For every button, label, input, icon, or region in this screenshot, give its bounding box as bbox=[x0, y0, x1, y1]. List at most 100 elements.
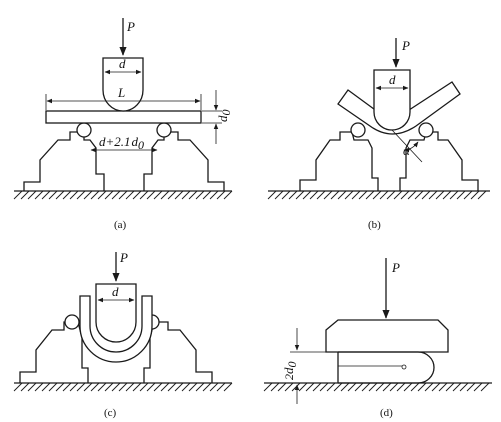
hatch-stroke bbox=[174, 382, 184, 392]
hatch-stroke bbox=[20, 382, 30, 392]
force-label: P bbox=[401, 38, 410, 53]
hatch-stroke bbox=[309, 190, 319, 200]
hatch-stroke bbox=[382, 382, 392, 392]
left-support bbox=[23, 131, 105, 191]
angle-arc bbox=[403, 141, 419, 153]
hatch-stroke bbox=[69, 382, 79, 392]
angle-label: α bbox=[403, 143, 411, 158]
hatch-stroke bbox=[442, 190, 452, 200]
hatch-stroke bbox=[139, 382, 149, 392]
hatch-stroke bbox=[414, 190, 424, 200]
hatch-stroke bbox=[195, 190, 205, 200]
diameter-label: d bbox=[112, 284, 119, 299]
hatch-stroke bbox=[284, 382, 294, 392]
hatch-stroke bbox=[62, 190, 72, 200]
hatch-stroke bbox=[365, 190, 375, 200]
pressing-plate bbox=[325, 319, 449, 353]
hatch-stroke bbox=[97, 190, 107, 200]
panel-a: P d L d0 d+2.1d0 (a) bbox=[13, 18, 233, 231]
hatch-stroke bbox=[463, 190, 473, 200]
fold-pivot bbox=[401, 364, 407, 370]
hatch-stroke bbox=[368, 382, 378, 392]
diameter-label: d bbox=[119, 56, 126, 71]
hatch-stroke bbox=[270, 382, 280, 392]
hatch-stroke bbox=[326, 382, 336, 392]
hatch-stroke bbox=[97, 382, 107, 392]
hatch-stroke bbox=[323, 190, 333, 200]
hatch-stroke bbox=[351, 190, 361, 200]
hatch-stroke bbox=[424, 382, 434, 392]
left-roller bbox=[64, 314, 80, 330]
hatch-stroke bbox=[83, 190, 93, 200]
hatch-stroke bbox=[403, 382, 413, 392]
hatch-stroke bbox=[118, 190, 128, 200]
hatch-stroke bbox=[146, 190, 156, 200]
hatch-stroke bbox=[372, 190, 382, 200]
span-label: d+2.1d0 bbox=[99, 134, 144, 152]
caption-b: (b) bbox=[368, 219, 381, 231]
hatch-stroke bbox=[389, 382, 399, 392]
hatch-stroke bbox=[340, 382, 350, 392]
hatch-stroke bbox=[333, 382, 343, 392]
hatch-stroke bbox=[344, 190, 354, 200]
hatch-stroke bbox=[379, 190, 389, 200]
hatch-stroke bbox=[13, 382, 23, 392]
hatch-stroke bbox=[312, 382, 322, 392]
hatch-stroke bbox=[34, 190, 44, 200]
hatch-stroke bbox=[288, 190, 298, 200]
hatch-stroke bbox=[48, 382, 58, 392]
hatch-stroke bbox=[452, 382, 462, 392]
hatch-stroke bbox=[274, 190, 284, 200]
hatch-stroke bbox=[202, 382, 212, 392]
hatch-stroke bbox=[305, 382, 315, 392]
hatch-stroke bbox=[291, 382, 301, 392]
hatch-stroke bbox=[62, 382, 72, 392]
hatch-stroke bbox=[27, 190, 37, 200]
right-roller bbox=[156, 122, 172, 138]
hatch-stroke bbox=[125, 382, 135, 392]
mandrel bbox=[373, 69, 411, 131]
hatch-stroke bbox=[393, 190, 403, 200]
hatch-stroke bbox=[410, 382, 420, 392]
hatch-stroke bbox=[316, 190, 326, 200]
specimen-bar bbox=[45, 110, 202, 124]
force-label: P bbox=[119, 250, 128, 265]
hatch-stroke bbox=[435, 190, 445, 200]
hatch-stroke bbox=[459, 382, 469, 392]
hatch-stroke bbox=[167, 190, 177, 200]
hatch-stroke bbox=[354, 382, 364, 392]
hatch-stroke bbox=[445, 382, 455, 392]
hatch-stroke bbox=[188, 190, 198, 200]
panel-b: P d α (b) bbox=[267, 38, 490, 231]
hatch-stroke bbox=[267, 190, 277, 200]
ground-hatch bbox=[13, 382, 233, 392]
hatch-stroke bbox=[132, 382, 142, 392]
hatch-stroke bbox=[281, 190, 291, 200]
u-bent-specimen bbox=[79, 295, 153, 363]
hatch-stroke bbox=[209, 190, 219, 200]
hatch-stroke bbox=[181, 190, 191, 200]
hatch-stroke bbox=[55, 382, 65, 392]
hatch-stroke bbox=[456, 190, 466, 200]
hatch-stroke bbox=[302, 190, 312, 200]
folded-specimen bbox=[338, 351, 435, 384]
left-support bbox=[299, 131, 379, 191]
left-support bbox=[19, 321, 89, 383]
hatch-stroke bbox=[90, 190, 100, 200]
hatch-stroke bbox=[438, 382, 448, 392]
hatch-stroke bbox=[428, 190, 438, 200]
right-support bbox=[399, 131, 479, 191]
hatch-stroke bbox=[160, 190, 170, 200]
caption-c: (c) bbox=[104, 407, 117, 419]
hatch-stroke bbox=[470, 190, 480, 200]
force-label: P bbox=[126, 19, 135, 34]
hatch-stroke bbox=[263, 382, 273, 392]
ground-hatch bbox=[13, 190, 233, 200]
hatch-stroke bbox=[396, 382, 406, 392]
hatch-stroke bbox=[111, 190, 121, 200]
hatch-stroke bbox=[223, 190, 233, 200]
hatch-stroke bbox=[174, 190, 184, 200]
right-support bbox=[143, 321, 213, 383]
right-support bbox=[143, 131, 225, 191]
hatch-stroke bbox=[27, 382, 37, 392]
